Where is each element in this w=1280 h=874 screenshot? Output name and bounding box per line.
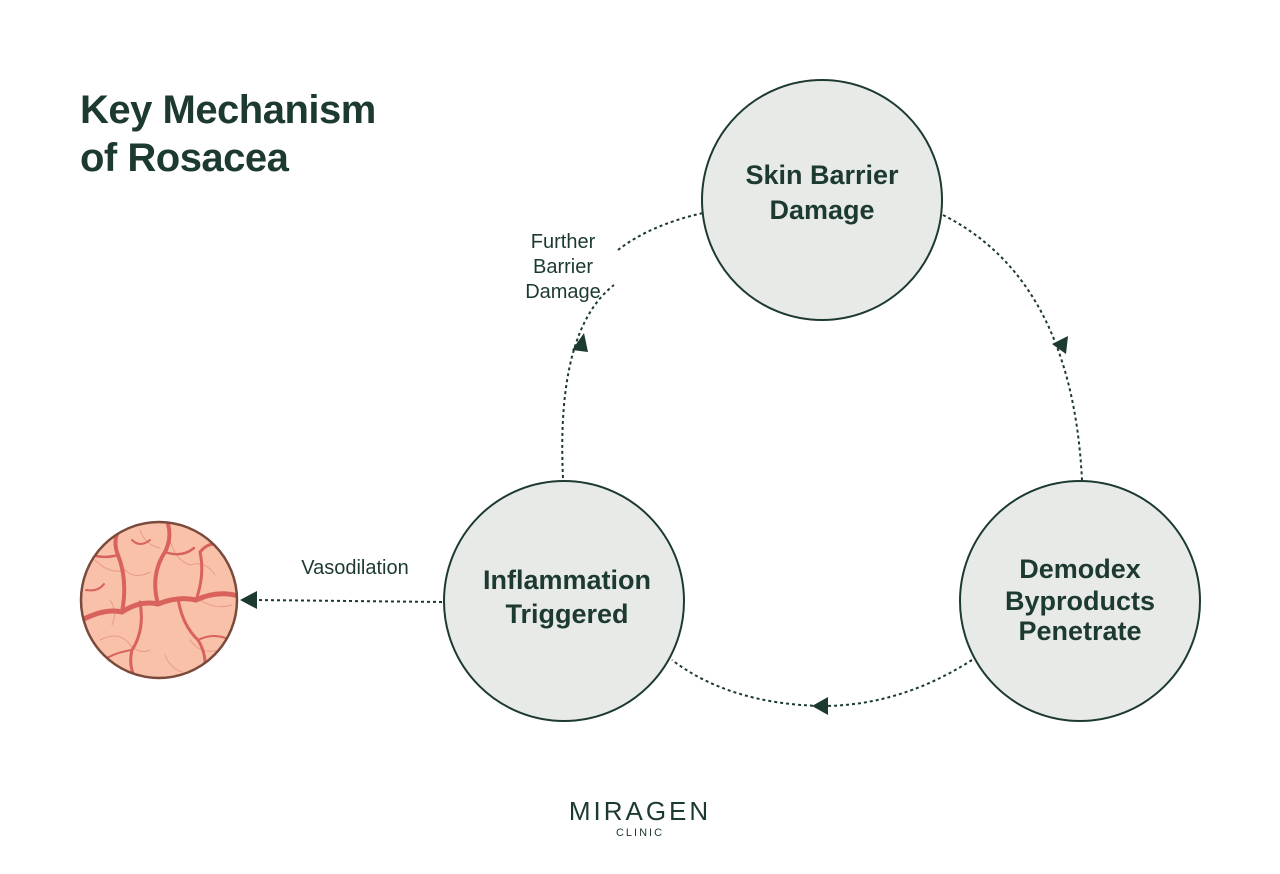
arrowhead-vasodilation	[240, 591, 257, 609]
arrow-skin-to-demodex	[942, 214, 1083, 481]
node-demodex-line-2: Byproducts	[1005, 586, 1155, 616]
node-inflammation-line-2: Triggered	[505, 599, 628, 629]
node-skin-barrier-damage: Skin Barrier Damage	[701, 79, 943, 321]
node-inflammation-line-1: Inflammation	[483, 565, 651, 595]
page-title: Key Mechanism of Rosacea	[80, 86, 376, 182]
edge-label-barrier: Barrier	[533, 256, 593, 278]
title-line-1: Key Mechanism	[80, 88, 376, 132]
logo-wordmark: MIRAGEN	[568, 796, 712, 826]
node-skin-barrier-line-2: Damage	[769, 195, 874, 225]
arrow-inflammation-to-skin-top	[617, 212, 704, 251]
arrowhead-inflammation-to-skin	[572, 333, 588, 352]
node-skin-barrier-line-1: Skin Barrier	[745, 160, 899, 190]
edge-label-vasodilation: Vasodilation	[301, 557, 408, 579]
arrowhead-demodex-to-inflammation	[812, 697, 828, 715]
node-demodex-line-1: Demodex	[1019, 554, 1141, 584]
node-demodex-byproducts: Demodex Byproducts Penetrate	[959, 480, 1201, 722]
edge-label-further-barrier-damage: Further Barrier Damage	[525, 231, 601, 303]
connectors	[240, 212, 1083, 715]
arrow-demodex-to-inflammation	[671, 659, 973, 708]
edge-label-further: Further	[531, 231, 596, 253]
node-inflammation-triggered: Inflammation Triggered	[443, 480, 685, 722]
title-line-2: of Rosacea	[80, 136, 289, 180]
arrow-vasodilation	[255, 599, 443, 603]
arrow-inflammation-to-skin	[561, 284, 615, 479]
node-demodex-line-3: Penetrate	[1018, 616, 1141, 646]
logo-subtitle: CLINIC	[615, 827, 665, 839]
dilated-capillaries-icon	[79, 520, 239, 680]
arrowhead-skin-to-demodex	[1052, 336, 1068, 354]
edge-label-damage: Damage	[525, 281, 601, 303]
brand-logo: MIRAGEN CLINIC	[540, 796, 740, 840]
